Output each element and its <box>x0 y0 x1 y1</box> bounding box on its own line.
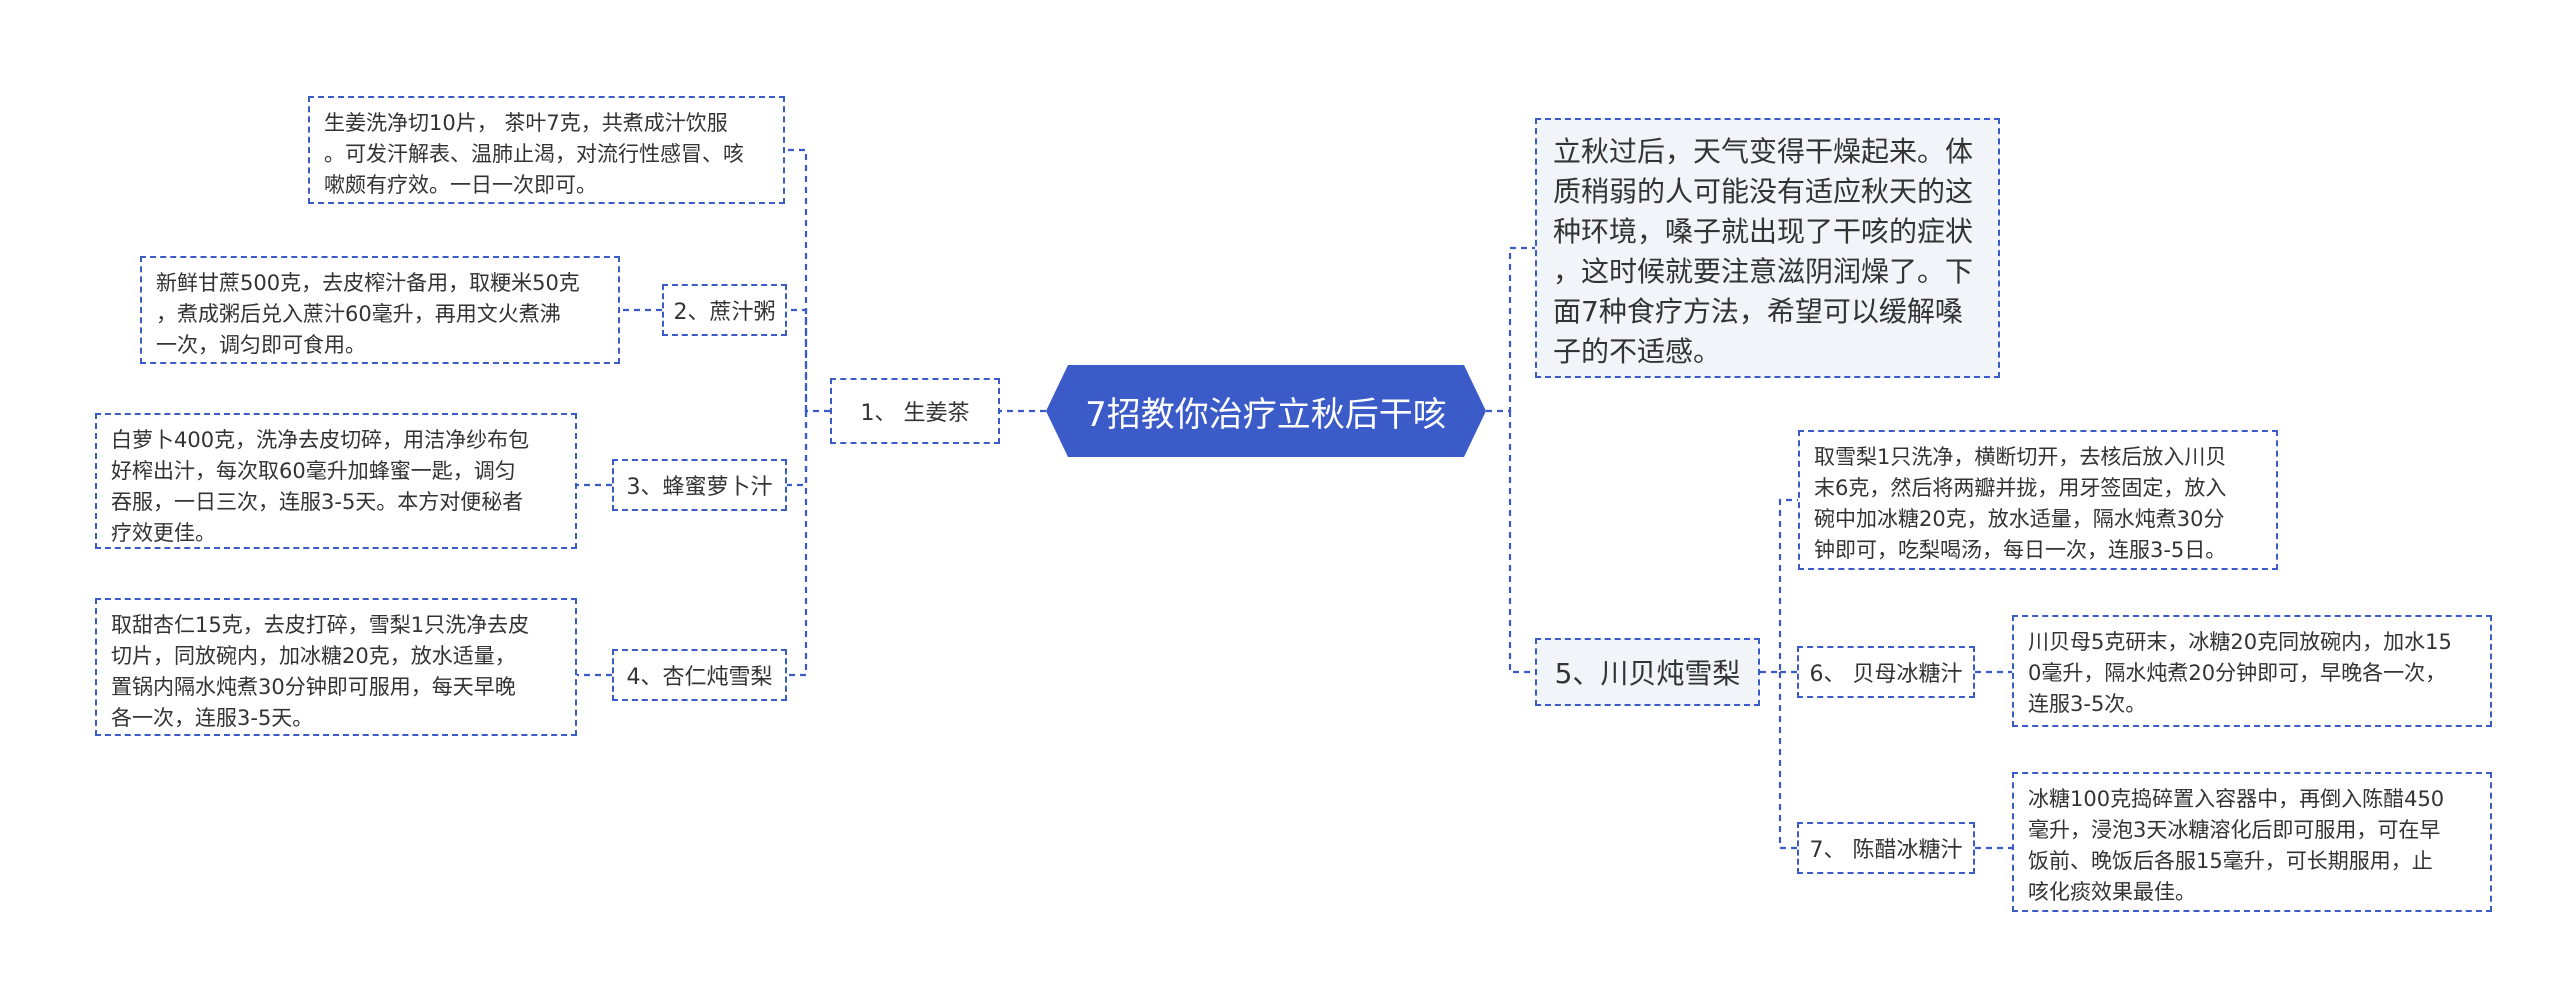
sugarcane-porridge-detail: 新鲜甘蔗500克，去皮榨汁备用，取粳米50克 ，煮成粥后兑入蔗汁60毫升，再用文… <box>140 256 620 364</box>
link-root-to-branch-5 <box>1508 411 1535 674</box>
root-topic[interactable]: 7招教你治疗立秋后干咳 <box>1046 365 1486 457</box>
link-root-to-intro <box>1486 246 1535 413</box>
link-branch-5-child-7 <box>1778 672 1797 850</box>
link-branch-1-child-2 <box>787 308 808 411</box>
branch-almond-pear-label: 4、杏仁炖雪梨 <box>626 665 773 690</box>
branch-ginger-tea[interactable]: 1、 生姜茶 <box>830 378 1000 444</box>
branch-ginger-tea-label: 1、 生姜茶 <box>860 401 970 426</box>
link-branch-1-detail <box>785 148 830 413</box>
honey-radish-juice-detail: 白萝卜400克，洗净去皮切碎，用洁净纱布包 好榨出汁，每次取60毫升加蜂蜜一匙，… <box>95 413 577 549</box>
link-branch-5-detail <box>1760 498 1798 674</box>
fritillaria-sugar-juice-detail: 川贝母5克研末，冰糖20克同放碗内，加水15 0毫升，隔水炖煮20分钟即可，早晚… <box>2012 615 2492 727</box>
branch-fritillaria-sugar-juice-label: 6、 贝母冰糖汁 <box>1809 662 1963 687</box>
branch-honey-radish-juice-label: 3、蜂蜜萝卜汁 <box>626 475 773 500</box>
intro-text: 立秋过后，天气变得干燥起来。体 质稍弱的人可能没有适应秋天的这 种环境，嗓子就出… <box>1535 118 2000 378</box>
link-branch-1-child-4 <box>787 411 808 677</box>
fritillaria-pear-detail: 取雪梨1只洗净，横断切开，去核后放入川贝 末6克，然后将两瓣并拢，用牙签固定，放… <box>1798 430 2278 570</box>
branch-sugarcane-porridge[interactable]: 2、蔗汁粥 <box>662 284 787 336</box>
root-topic-label: 7招教你治疗立秋后干咳 <box>1085 394 1447 435</box>
branch-sugarcane-porridge-label: 2、蔗汁粥 <box>673 300 776 325</box>
branch-vinegar-sugar-juice[interactable]: 7、 陈醋冰糖汁 <box>1797 822 1975 874</box>
branch-honey-radish-juice[interactable]: 3、蜂蜜萝卜汁 <box>612 459 787 511</box>
branch-fritillaria-sugar-juice[interactable]: 6、 贝母冰糖汁 <box>1797 646 1975 698</box>
branch-fritillaria-pear[interactable]: 5、川贝炖雪梨 <box>1535 638 1760 706</box>
vinegar-sugar-juice-detail: 冰糖100克捣碎置入容器中，再倒入陈醋450 毫升，浸泡3天冰糖溶化后即可服用，… <box>2012 772 2492 912</box>
almond-pear-detail: 取甜杏仁15克，去皮打碎，雪梨1只洗净去皮 切片，同放碗内，加冰糖20克，放水适… <box>95 598 577 736</box>
branch-almond-pear[interactable]: 4、杏仁炖雪梨 <box>612 649 787 701</box>
root-topic-shape <box>1046 365 1486 457</box>
link-branch-1-child-3 <box>787 411 808 487</box>
branch-fritillaria-pear-label: 5、川贝炖雪梨 <box>1554 657 1741 690</box>
ginger-tea-detail: 生姜洗净切10片， 茶叶7克，共煮成汁饮服 。可发汗解表、温肺止渴，对流行性感冒… <box>308 96 785 204</box>
branch-vinegar-sugar-juice-label: 7、 陈醋冰糖汁 <box>1809 838 1963 863</box>
